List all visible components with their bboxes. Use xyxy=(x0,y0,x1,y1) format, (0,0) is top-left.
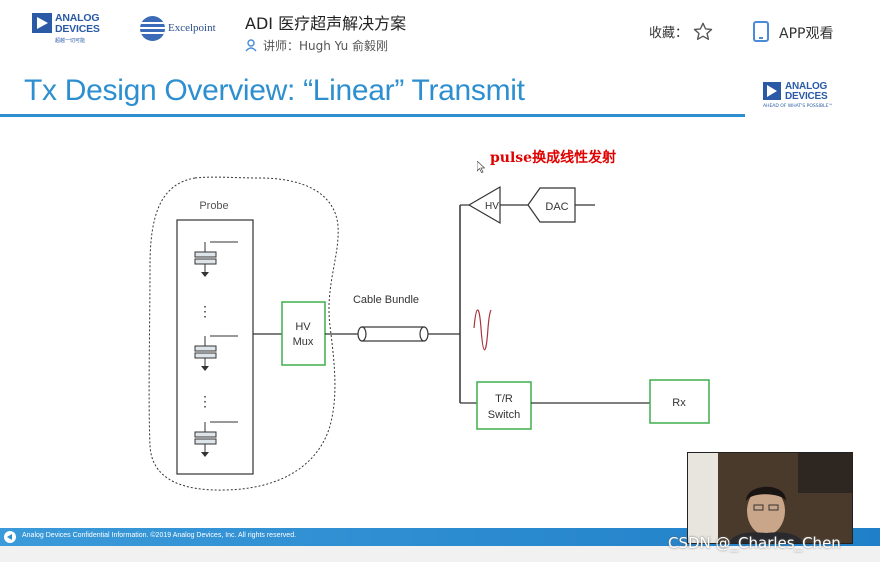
star-icon[interactable] xyxy=(692,21,714,43)
rx-label: Rx xyxy=(672,397,686,409)
hv-mux-label-2: Mux xyxy=(293,336,314,348)
transducer-element xyxy=(194,421,238,457)
lecturer-text: 讲师：Hugh Yu 俞毅刚 xyxy=(263,39,389,53)
csdn-watermark: CSDN @_Charles_Chen xyxy=(668,534,841,552)
tr-switch-label-1: T/R xyxy=(495,393,513,405)
adi-logo-slogan: 超越一切可能 xyxy=(55,38,86,44)
tx-block-diagram: Probe ⋮ ⋮ xyxy=(148,176,710,491)
slide-logo-line2: DEVICES xyxy=(785,91,828,102)
app-watch-label: APP观看 xyxy=(779,26,834,42)
tablet-icon xyxy=(753,21,769,42)
slide-title: Tx Design Overview: “Linear” Transmit xyxy=(24,74,525,107)
slide-footer-bar: Analog Devices Confidential Information.… xyxy=(0,528,880,546)
hv-mux-box xyxy=(281,301,326,366)
mouse-cursor-icon xyxy=(477,161,485,173)
adi-triangle-icon xyxy=(763,82,781,100)
adi-triangle-icon xyxy=(32,13,52,33)
slide-logo-line1: ANALOG xyxy=(785,81,828,92)
title-underline xyxy=(0,114,745,117)
course-header: ANALOG DEVICES 超越一切可能 Excelpoint ADI 医疗超… xyxy=(0,0,880,66)
transducer-element xyxy=(194,335,238,371)
tr-switch-box xyxy=(476,381,532,430)
ellipsis-1: ⋮ xyxy=(198,303,212,319)
probe-label: Probe xyxy=(199,200,228,212)
cable-bundle-label: Cable Bundle xyxy=(353,294,419,306)
hv-mux-label-1: HV xyxy=(295,321,311,333)
cable-bundle-icon xyxy=(357,326,429,342)
red-annotation: pulse换成线性发射 xyxy=(490,150,617,166)
excelpoint-logo-text: Excelpoint xyxy=(168,22,216,34)
probe-box xyxy=(176,219,254,475)
ellipsis-2: ⋮ xyxy=(198,393,212,409)
presenter-webcam xyxy=(687,452,853,544)
lecturer-info: 讲师：Hugh Yu 俞毅刚 xyxy=(245,37,388,54)
hv-amplifier-label: HV xyxy=(485,201,499,212)
course-title: ADI 医疗超声解决方案 xyxy=(245,14,407,33)
globe-icon xyxy=(140,16,165,41)
slide-logo-slogan: AHEAD OF WHAT'S POSSIBLE™ xyxy=(763,104,833,109)
player-bottom-strip xyxy=(0,546,880,562)
confidential-notice: Analog Devices Confidential Information.… xyxy=(22,532,297,539)
adi-logo-line2: DEVICES xyxy=(55,23,100,35)
rx-box xyxy=(649,379,710,424)
tr-switch-label-2: Switch xyxy=(488,409,520,421)
transducer-element xyxy=(194,241,238,277)
presenter-video xyxy=(688,453,852,543)
previous-slide-button[interactable] xyxy=(4,531,16,543)
collect-label: 收藏： xyxy=(649,26,689,41)
adi-logo-line1: ANALOG xyxy=(55,12,100,24)
dac-label: DAC xyxy=(545,201,568,213)
person-icon xyxy=(245,39,257,52)
linear-waveform xyxy=(473,309,492,351)
probe-outline xyxy=(148,176,339,491)
